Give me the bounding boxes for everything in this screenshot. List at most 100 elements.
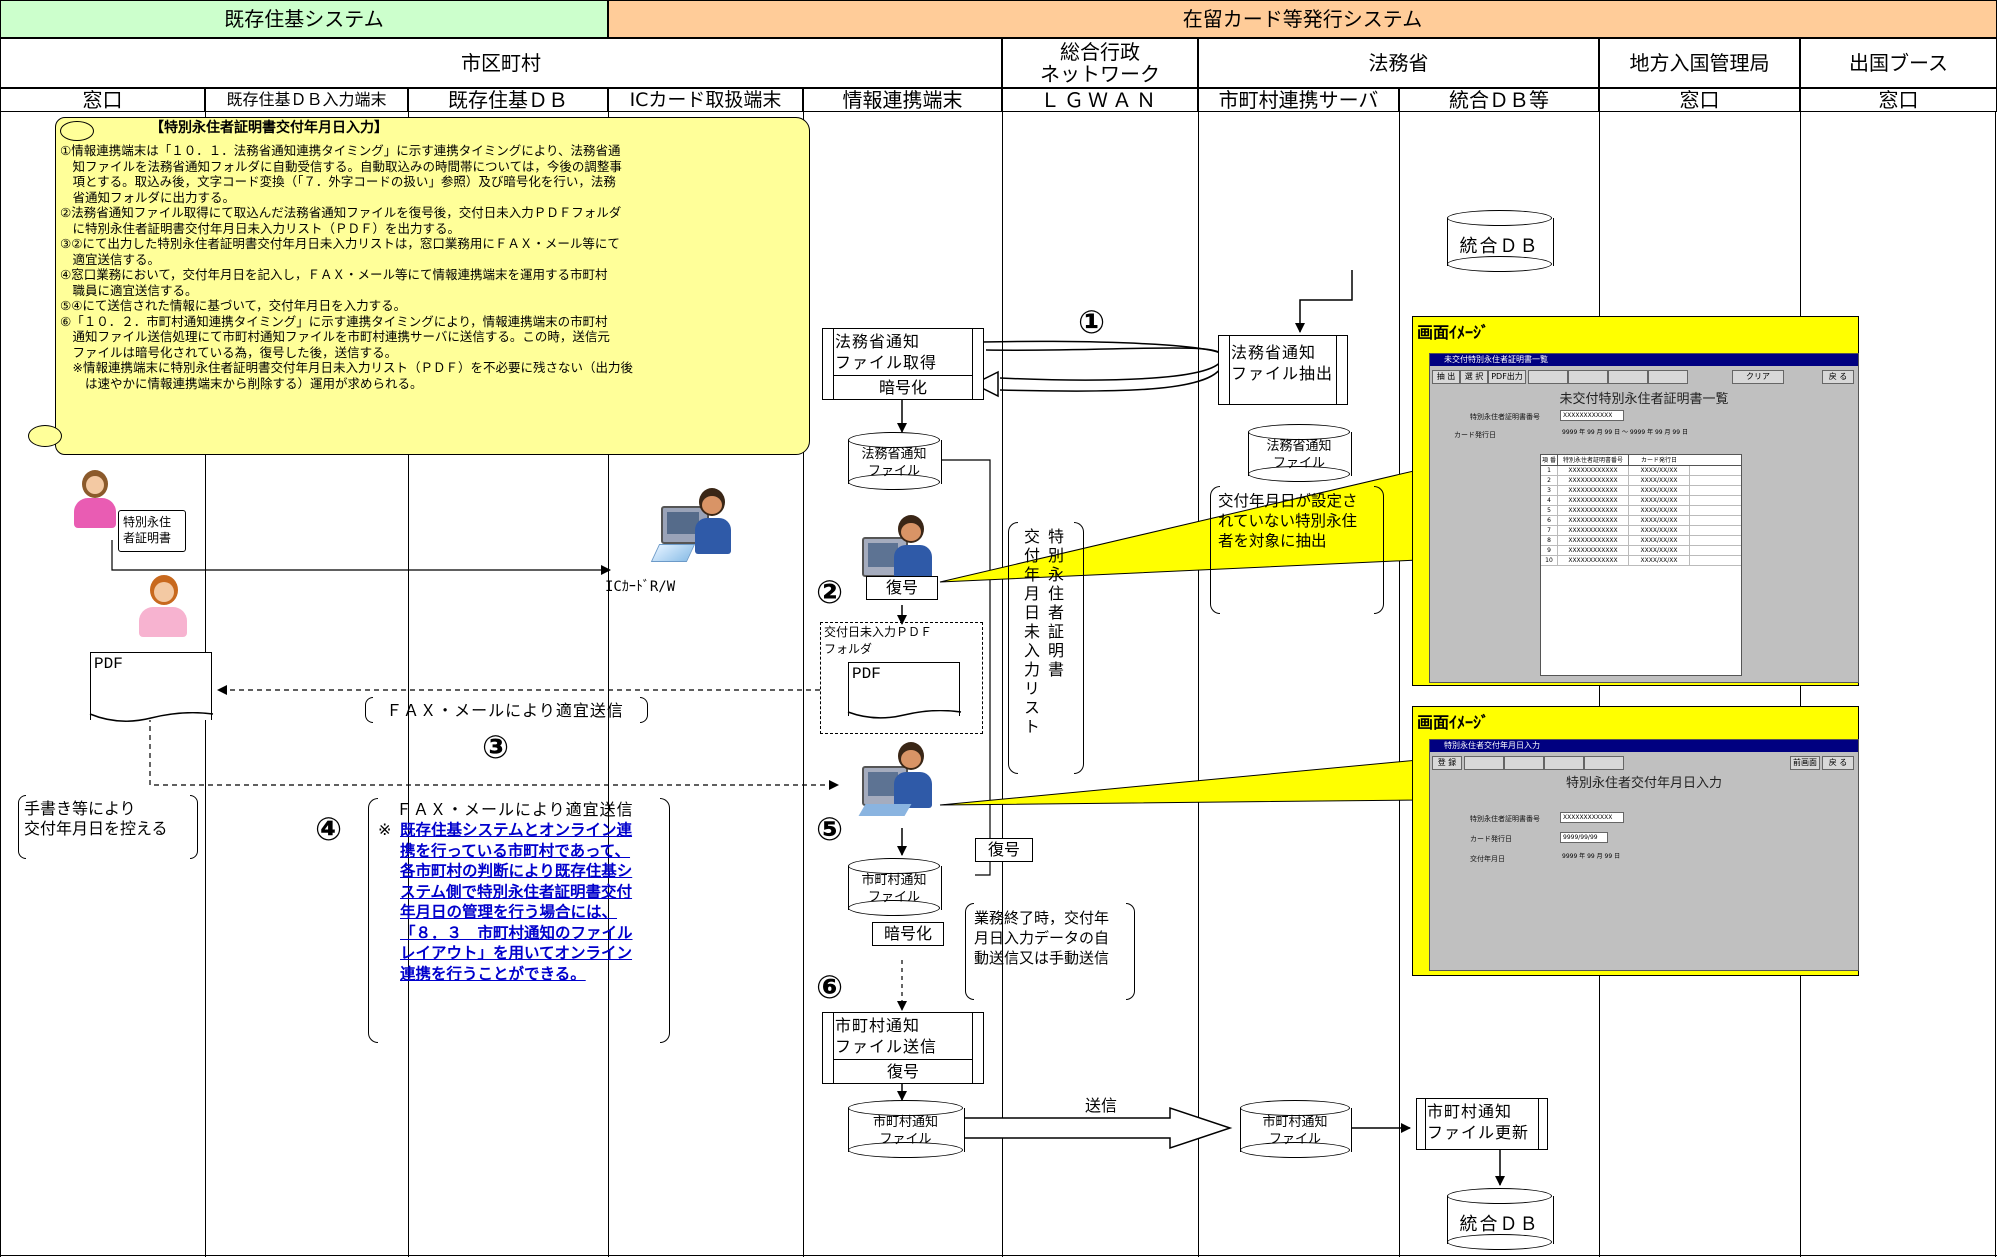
togo-db-bottom-label: 統合ＤＢ [1459, 1214, 1540, 1235]
lane-label: 市町村連携サーバ [1218, 88, 1379, 112]
cert-no-input[interactable]: ⅩⅩⅩⅩⅩⅩⅩⅩⅩⅩⅩⅩ [1560, 410, 1624, 421]
back-button[interactable]: 戻 る [1822, 370, 1854, 384]
lane-header-lgwan: ＬＧＷＡＮ [1002, 88, 1198, 112]
bracket-right [1374, 486, 1384, 614]
pdf-folder: 交付日未入力ＰＤＦ フォルダ [820, 622, 983, 734]
pdf-label: PDF [852, 665, 881, 683]
lane-label: 統合ＤＢ等 [1449, 88, 1549, 112]
extract-button[interactable]: 抽 出 [1432, 370, 1460, 384]
col-cert-no: 特別永住者証明書番号 [1558, 455, 1629, 465]
fax-note-body[interactable]: 既存住基システムとオンライン連携を行っている市町村であって、各市町村の判断により… [400, 821, 633, 983]
delivery-date-label: 交付年月日 [1470, 855, 1505, 863]
register-button[interactable]: 登 録 [1432, 756, 1462, 770]
process-note-body: ①情報連携端末は「１０．１．法務省通知連携タイミング」に示す連携タイミングにより… [60, 143, 810, 391]
step-6-marker: ⑥ [816, 968, 844, 1006]
send-label: 送信 [1085, 1096, 1118, 1115]
lane-divider [1399, 112, 1400, 1257]
lane-header-info-terminal: 情報連携端末 [803, 88, 1002, 112]
row-issue-date: XXXX/XX/XX [1629, 506, 1690, 515]
process-note-line: は速やかに情報連携端末から削除する）運用が求められる。 [60, 375, 423, 391]
screen-2-title: 特別永住者交付年月日入力 [1565, 776, 1722, 791]
process-note-line: 知ファイルを法務省通知フォルダに自動受信する。自動取込みの時間帯については，今後… [60, 158, 622, 174]
row-issue-date: XXXX/XX/XX [1629, 556, 1690, 565]
clerk-writing-icon [135, 575, 195, 640]
pdf-label: PDF [94, 655, 123, 673]
row-cert-no: ⅩⅩⅩⅩⅩⅩⅩⅩⅩⅩⅩⅩ [1558, 516, 1629, 525]
row-no: 10 [1541, 556, 1558, 565]
back-button[interactable]: 戻 る [1822, 756, 1854, 770]
bracket-right [660, 798, 670, 1043]
clear-button[interactable]: クリア [1732, 370, 1784, 384]
step-4-marker: ④ [315, 810, 343, 848]
header-moj-label: 法務省 [1368, 51, 1429, 75]
unentered-list-label: 特別永住者証明書 交付年月日未入力リスト [1018, 528, 1066, 768]
screen-2-buttonbar: 登 録 前画面 戻 る [1432, 756, 1856, 770]
row-no: 8 [1541, 536, 1558, 545]
header-regional-label: 地方入国管理局 [1629, 51, 1770, 75]
issue-date-label: カード発行日 [1454, 431, 1496, 439]
process-note-line: ①情報連携端末は「１０．１．法務省通知連携タイミング」に示す連携タイミングにより… [60, 143, 621, 158]
screen-image-1-label: 画面ｲﾒｰｼﾞ [1417, 323, 1490, 342]
handwrite-text: 手書き等により 交付年月日を控える [24, 799, 168, 838]
bracket-left [965, 903, 974, 1000]
bracket-left [365, 697, 373, 723]
lane-label: ＬＧＷＡＮ [1040, 88, 1160, 112]
extract-note-text: 交付年月日が設定さ れていない特別永住 者を対象に抽出 [1218, 492, 1358, 550]
select-button[interactable]: 選 択 [1460, 370, 1488, 384]
bracket-left [18, 795, 26, 859]
pdf-output-button[interactable]: PDF出力 [1488, 370, 1526, 384]
proc-side [972, 329, 983, 399]
issue-date-range[interactable]: 9999 年 99 月 99 日 ～ 9999 年 99 月 99 日 [1560, 428, 1782, 439]
lane-label: 情報連携端末 [842, 88, 963, 112]
row-cert-no: ⅩⅩⅩⅩⅩⅩⅩⅩⅩⅩⅩⅩ [1558, 536, 1629, 545]
issue-date-input[interactable]: 9999/99/99 [1560, 832, 1608, 843]
row-issue-date: XXXX/XX/XX [1629, 526, 1690, 535]
prev-screen-button[interactable]: 前画面 [1790, 756, 1820, 770]
bottom-border [0, 1255, 1997, 1256]
proc-side [1417, 1099, 1426, 1149]
row-no: 7 [1541, 526, 1558, 535]
bracket-right [1074, 522, 1084, 774]
city-file-3-label: 市町村通知 ファイル [1262, 1115, 1328, 1147]
row-cert-no: ⅩⅩⅩⅩⅩⅩⅩⅩⅩⅩⅩⅩ [1558, 506, 1629, 515]
screen-2-window: 特別永住者交付年月日入力 登 録 前画面 戻 る 特別永住者交付年月日入力 特別… [1429, 739, 1859, 971]
moj-file-right-label: 法務省通知 ファイル [1266, 439, 1332, 471]
empty-button [1608, 370, 1648, 384]
moj-file-left-db: 法務省通知 ファイル [848, 432, 942, 490]
delivery-date-input[interactable]: 9999 年 99 月 99 日 [1560, 852, 1670, 863]
fax-note-mark: ※ [378, 820, 392, 839]
process-note-line: に特別永住者証明書交付年月日未入力リスト（ＰＤＦ）を出力する。 [60, 220, 461, 236]
city-file-3-db: 市町村通知 ファイル [1240, 1100, 1352, 1158]
certificate-card-label: 特別永住 者証明書 [123, 515, 172, 545]
lane-divider [803, 112, 804, 1257]
pdf-wave-left [89, 712, 214, 722]
pdf-document-left: PDF [90, 652, 212, 720]
row-issue-date: XXXX/XX/XX [1629, 536, 1690, 545]
fax-send-text: ＦＡＸ・メールにより適宜送信 [386, 701, 624, 720]
moj-extract-process: 法務省通知 ファイル抽出 [1218, 335, 1348, 405]
result-table-header: 項 番 特別永住者証明書番号 カード発行日 [1541, 455, 1741, 466]
proc-side [1538, 1099, 1547, 1149]
empty-button [1584, 756, 1624, 770]
decode-2-box: 復号 [975, 838, 1033, 862]
screen-2-titlebar: 特別永住者交付年月日入力 [1430, 740, 1858, 752]
extract-note: 交付年月日が設定さ れていない特別永住 者を対象に抽出 [1212, 487, 1384, 613]
bracket-left [368, 798, 378, 1043]
header-booth-label: 出国ブース [1849, 51, 1948, 75]
proc-side [823, 329, 834, 399]
city-file-2-label: 市町村通知 ファイル [872, 1115, 938, 1147]
lane-divider [1002, 112, 1003, 1257]
screen-image-2: 画面ｲﾒｰｼﾞ 特別永住者交付年月日入力 登 録 前画面 戻 る 特別永住者交付… [1412, 706, 1859, 976]
cert-no-input[interactable]: ⅩⅩⅩⅩⅩⅩⅩⅩⅩⅩⅩⅩ [1560, 812, 1624, 823]
